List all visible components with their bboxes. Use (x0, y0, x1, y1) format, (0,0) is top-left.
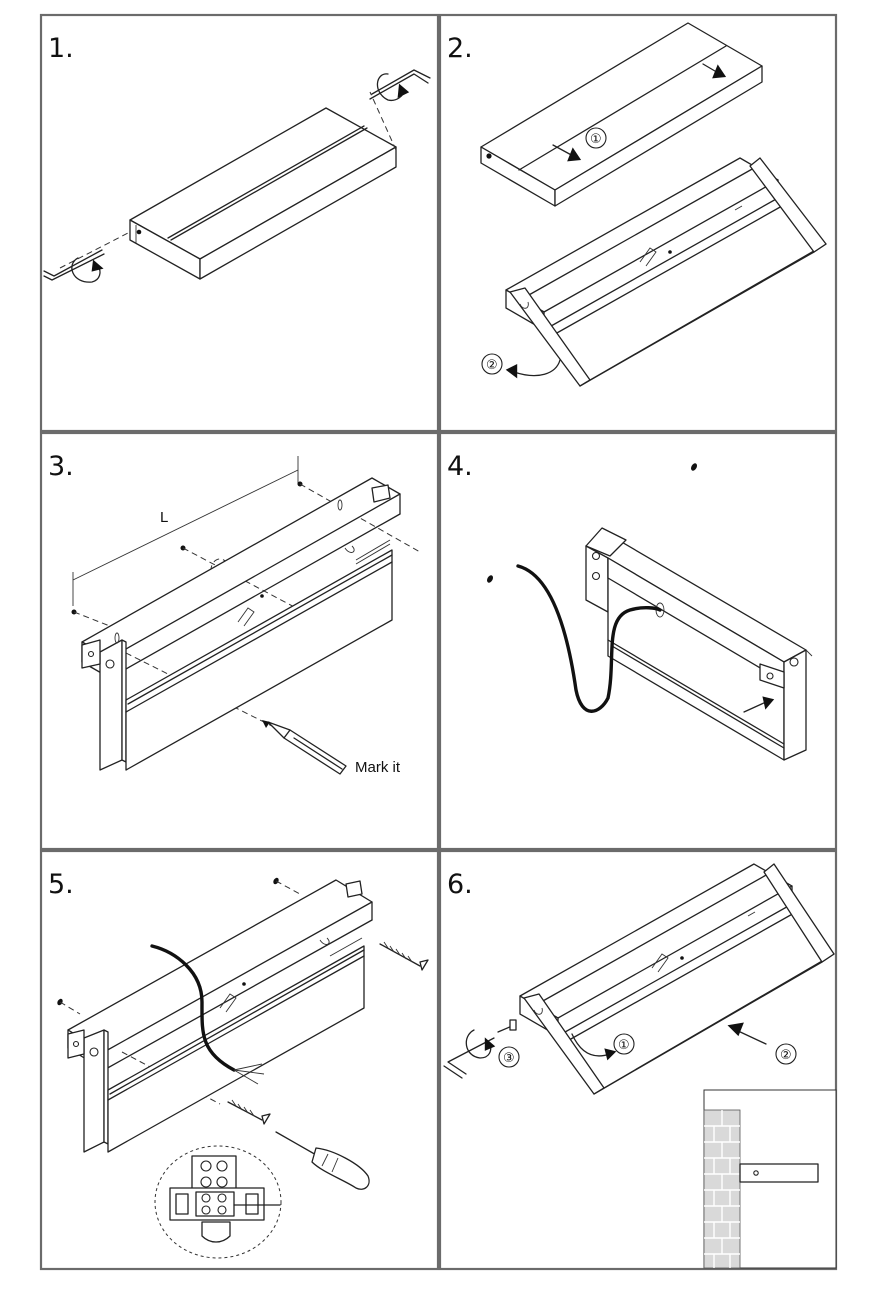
step-number: 2. (447, 33, 473, 64)
rotate-arrow-icon (465, 1029, 496, 1059)
panel-step-6: 6. ① ② (438, 849, 838, 1271)
light-body-open (519, 863, 835, 1095)
callout-2 (481, 353, 503, 375)
panel-step-5: 5. (39, 849, 440, 1271)
allen-key-icon (369, 69, 431, 100)
allen-key-icon (43, 249, 105, 281)
light-box (129, 107, 397, 280)
callout-2-label: ② (486, 358, 498, 373)
panel-step-1: 1. (39, 13, 440, 433)
screw-icon (227, 1099, 271, 1125)
allen-key-icon (443, 1037, 495, 1079)
rotate-arrow-icon (71, 257, 104, 283)
light-box-top (480, 22, 763, 207)
light-body-bracket (81, 477, 401, 771)
panel-step-2: 2. ① ② (438, 13, 838, 433)
callout-1 (585, 127, 607, 149)
step-number: 3. (48, 451, 74, 482)
panel-step-3: 3. L (39, 431, 440, 851)
callout-1-label: ① (590, 132, 602, 147)
dimension-label: L (160, 509, 168, 526)
terminal-block-icon (154, 1145, 282, 1259)
callout-2-label: ② (780, 1048, 792, 1063)
callout-3 (498, 1046, 520, 1068)
panel-step-4: 4. (438, 431, 838, 851)
light-body-bracket (67, 879, 373, 1153)
wire-ends (233, 1063, 265, 1085)
brick-wall-icon (703, 1089, 837, 1269)
callout-1 (613, 1033, 635, 1055)
step-number: 1. (48, 33, 74, 64)
pencil-icon (262, 720, 347, 775)
rotate-arrow-icon (376, 73, 410, 102)
step-number: 6. (447, 869, 473, 900)
light-body-open (505, 157, 827, 387)
step-number: 4. (447, 451, 473, 482)
screw-icon (497, 1019, 517, 1033)
screw-icon (379, 941, 429, 971)
callout-2 (775, 1043, 797, 1065)
screwdriver-icon (275, 1131, 370, 1190)
dimension-line (72, 456, 299, 606)
mark-label: Mark it (355, 759, 401, 776)
step-number: 5. (48, 869, 74, 900)
callout-3-label: ③ (503, 1051, 515, 1066)
callout-1-label: ① (618, 1038, 630, 1053)
